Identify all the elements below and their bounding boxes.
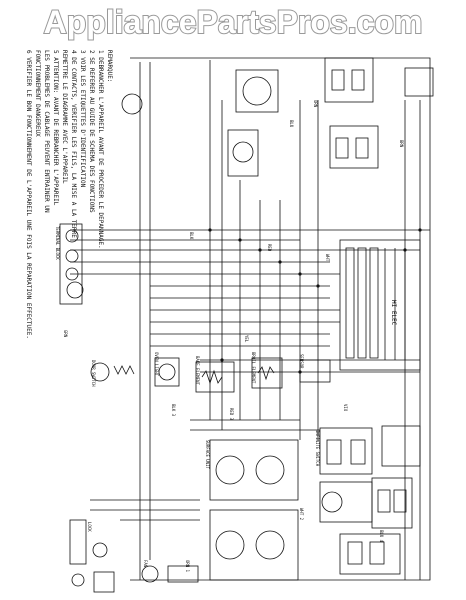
- watermark-text: AppliancePartsPros.com: [44, 4, 423, 40]
- note-line-6: 5 ATTENTION: AVANT DE REBRANCHER L'APPAR…: [52, 50, 59, 206]
- wire-code: GRN: [63, 330, 68, 338]
- wire-code: ORN 1: [185, 560, 190, 573]
- wire-code: VIO: [343, 404, 348, 412]
- wire-code: ORN: [313, 100, 318, 108]
- terminal-block-label: TERMINAL BLOCK: [55, 226, 60, 260]
- controller-label: HI ELEC: [390, 300, 397, 326]
- note-line-8: FONCTIONNEMENT DANGEREUX: [34, 50, 41, 137]
- notes-heading: REMARQUE:: [106, 50, 113, 83]
- infinite-switch-label: INFINITE SWITCH: [315, 430, 320, 467]
- note-line-7: LES PROBLEMES DE CABLAGE PEUVENT ENTRAIN…: [43, 50, 50, 213]
- door-switch-label: DOOR SWITCH: [91, 360, 96, 387]
- wire-code: WHT: [325, 254, 330, 262]
- sensor-label: SENSOR: [299, 354, 304, 369]
- lock-label: LOCK: [87, 522, 92, 532]
- note-line-9: 6 VERIFIER LE BON FONCTIONNEMENT DE L'AP…: [25, 50, 32, 339]
- note-line-4: 4 DE CONTACTS, VERIFIER LES FILS, LA MIS…: [70, 50, 77, 238]
- broil-element-label: BROIL ELEMENT: [251, 352, 256, 384]
- oven-light-label: OVEN LIGHT: [154, 352, 159, 377]
- fan-label: FAN: [143, 560, 148, 568]
- note-line-5: REMETTRE LE DIAGRAMME AVEC L'APPAREIL: [61, 50, 68, 184]
- wire-code: BRN: [399, 140, 404, 148]
- note-line-3: 3 VOIR LES ETIQUETTES D'IDENTIFICATION: [79, 50, 86, 188]
- bake-element-label: BAKE ELEMENT: [195, 356, 200, 385]
- wire-code: RED 3: [229, 408, 234, 421]
- wire-code: BLU: [289, 120, 294, 128]
- wire-code: RED: [267, 244, 272, 252]
- note-line-1: 1 DEBRANCHER L'APPAREIL AVANT DE PROCEDE…: [97, 50, 104, 249]
- watermark-logo: AppliancePartsPros.com: [43, 3, 424, 41]
- wire-code: BLK: [189, 232, 194, 240]
- note-line-2: 2 SE REFERER AU GUIDE DE SCHEMA DES FONC…: [88, 50, 95, 213]
- wire-code: YEL: [244, 335, 249, 343]
- wire-code: BLU 4: [379, 530, 384, 543]
- wire-code: WHT 2: [299, 508, 304, 521]
- surface-unit-label: SURFACE UNIT: [205, 440, 210, 469]
- wire-code: BLK 3: [171, 404, 176, 417]
